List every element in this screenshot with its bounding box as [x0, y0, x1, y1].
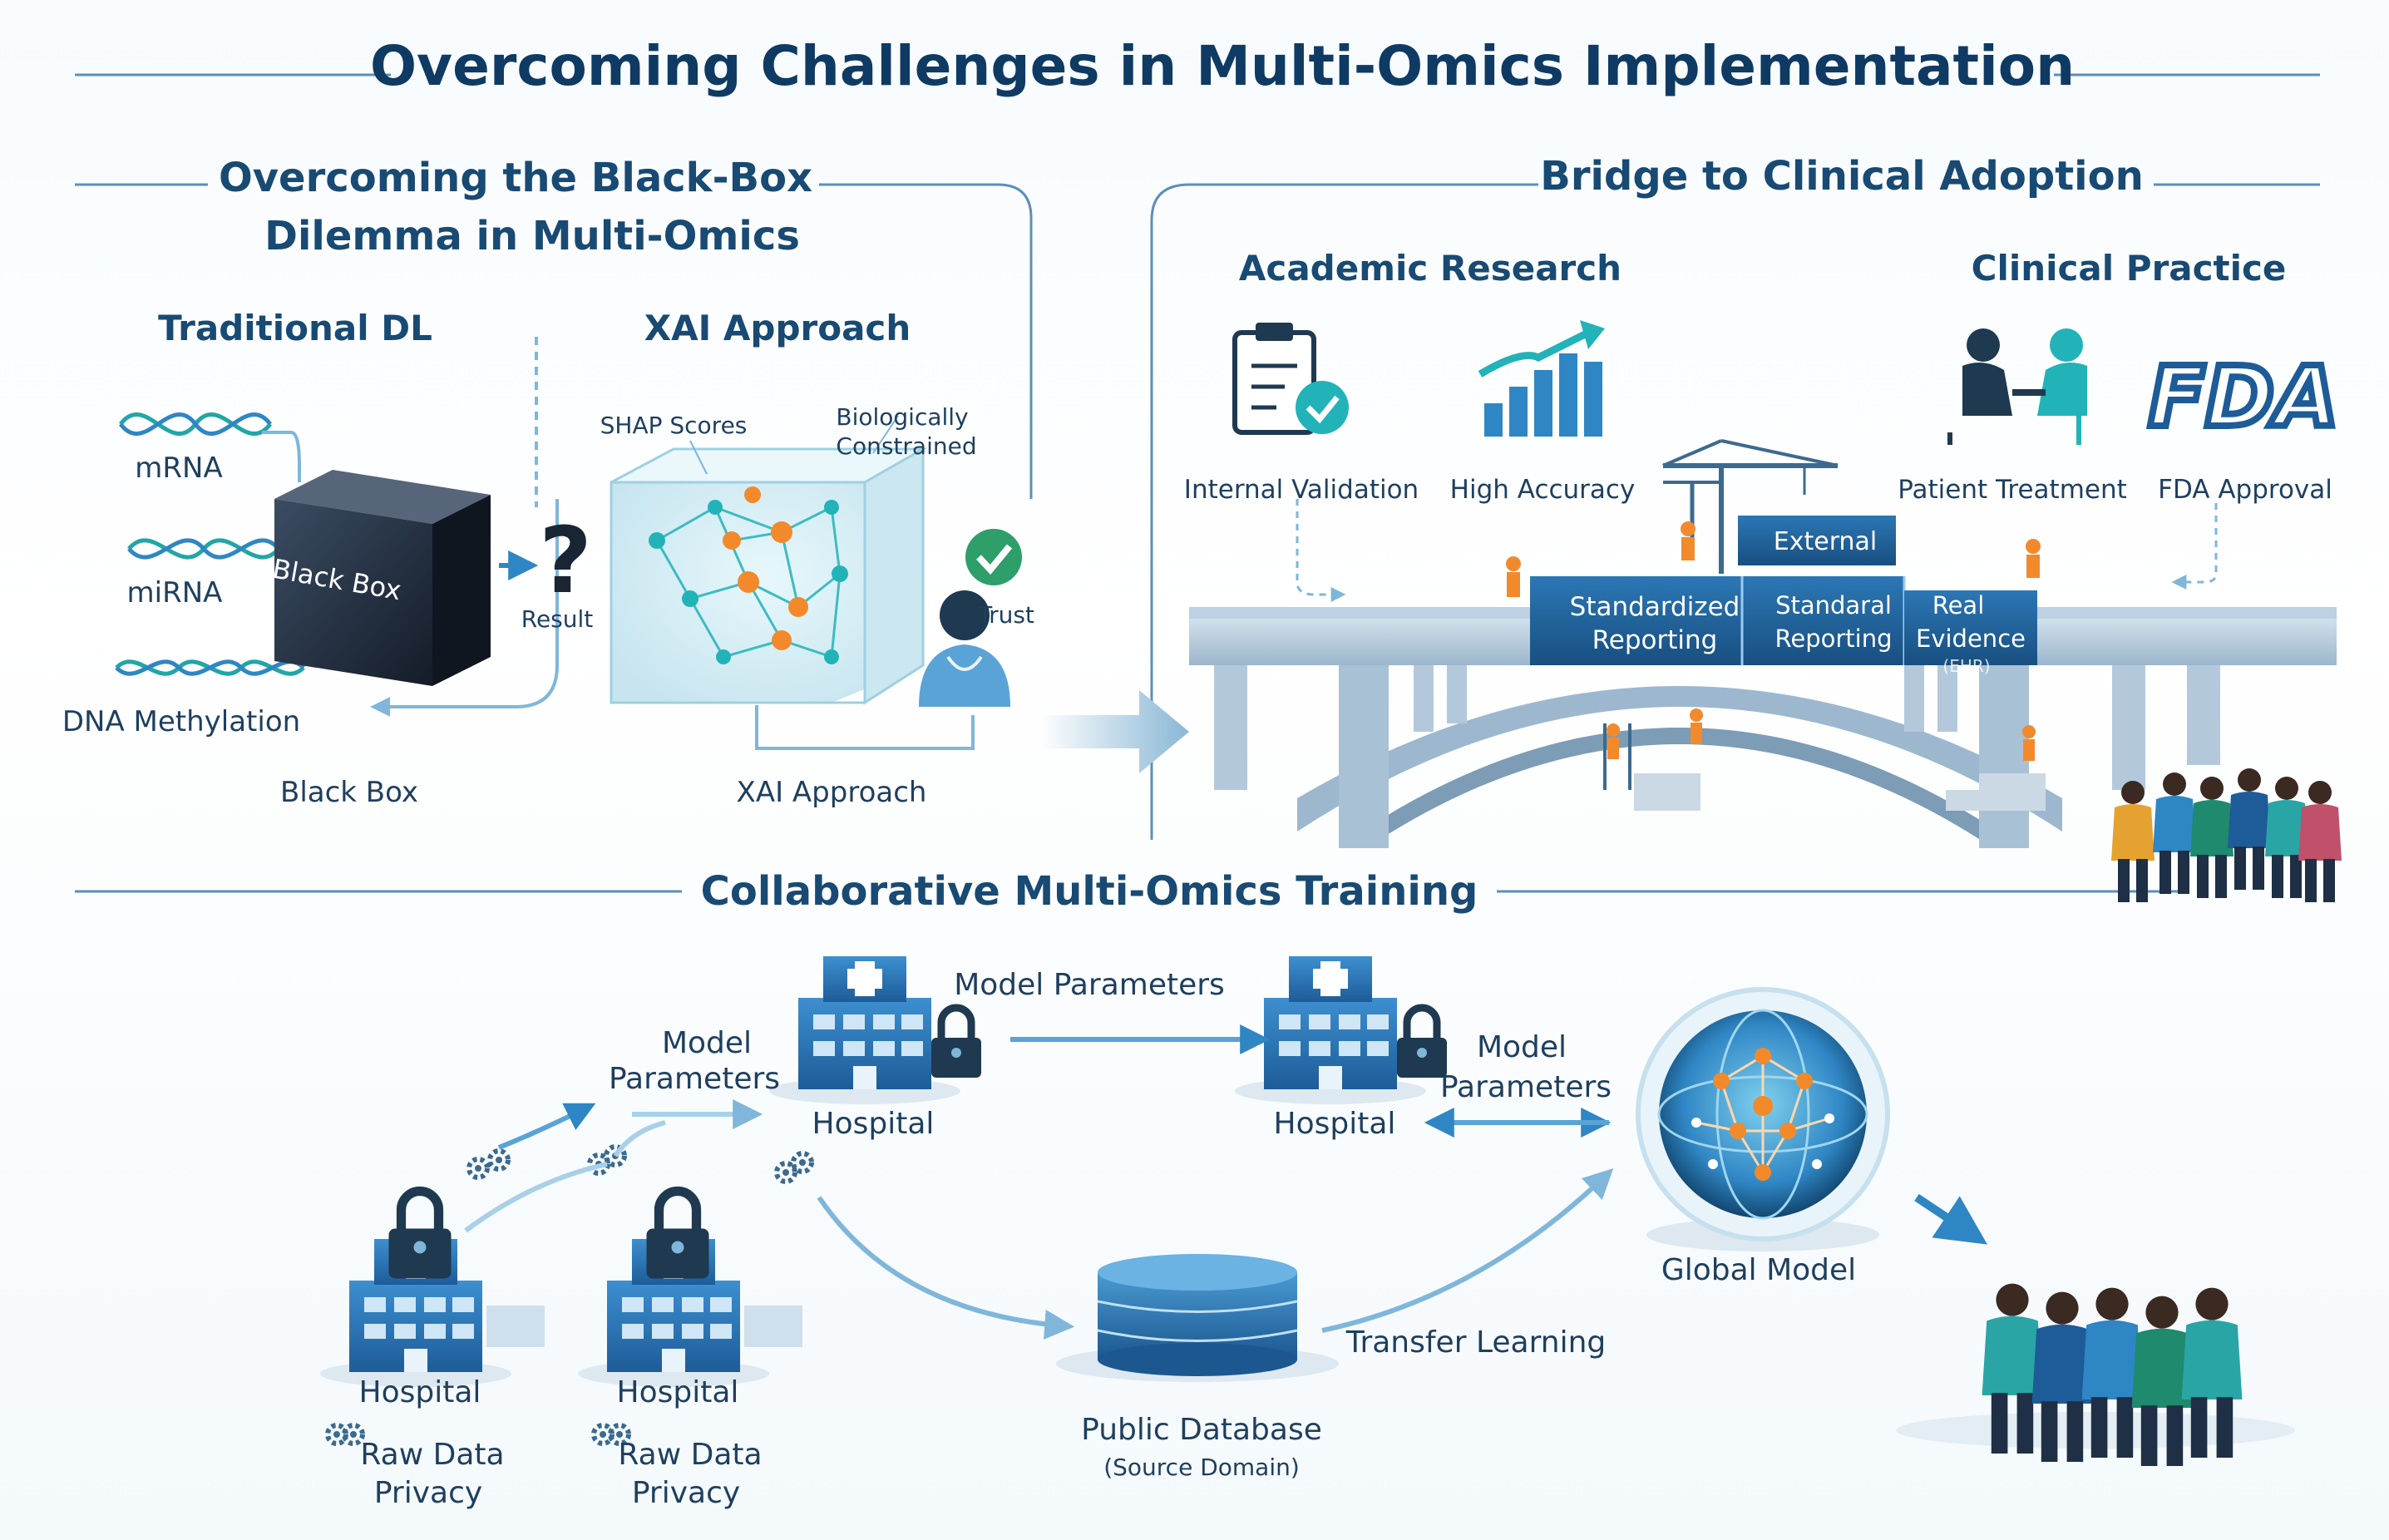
traditional-dl-heading: Traditional DL	[158, 308, 432, 348]
privacy-label-left: Privacy	[373, 1476, 483, 1510]
bridge-real-line2: Evidence	[1916, 624, 2026, 653]
parameters-label-left: Parameters	[608, 1062, 781, 1096]
transition-arrow	[1039, 690, 1189, 773]
crowd-icon	[2111, 768, 2342, 902]
training-arrows	[464, 1024, 1987, 1340]
dna-icon	[115, 412, 305, 676]
hospital-label-bottom-left: Hospital	[358, 1375, 481, 1409]
blackbox-heading-line2: Dilemma in Multi-Omics	[264, 213, 800, 259]
doctor-icon	[919, 590, 1010, 707]
patient-treatment-label: Patient Treatment	[1898, 475, 2127, 505]
academic-heading: Academic Research	[1238, 248, 1622, 289]
input-dna-methylation-label: DNA Methylation	[62, 705, 301, 738]
bridge-heading: Bridge to Clinical Adoption	[1540, 153, 2144, 200]
neural-network-cube	[610, 447, 928, 705]
bridge-standardized-line2: Reporting	[1592, 625, 1718, 655]
xai-heading: XAI Approach	[644, 308, 911, 348]
raw-data-label-right: Raw Data	[618, 1438, 763, 1472]
bridge-external-label: External	[1773, 527, 1878, 556]
bridge-standardized-line1: Standardized	[1569, 592, 1740, 622]
shap-scores-label: SHAP Scores	[600, 412, 748, 439]
transfer-learning-label: Transfer Learning	[1345, 1325, 1607, 1360]
consultation-icon	[1947, 328, 2087, 445]
global-model-label: Global Model	[1661, 1253, 1857, 1287]
bridge-dashed-connectors	[1296, 499, 2218, 602]
source-domain-label: (Source Domain)	[1103, 1454, 1300, 1481]
hospital-icon	[320, 956, 1426, 1387]
traditional-connectors	[262, 337, 559, 717]
page-title: Overcoming Challenges in Multi-Omics Imp…	[369, 34, 2076, 98]
raw-data-label-left: Raw Data	[360, 1438, 505, 1472]
input-mirna-label: miRNA	[126, 576, 223, 610]
question-mark-icon: ?	[539, 507, 592, 614]
input-mrna-label: mRNA	[135, 452, 223, 485]
model-label-right: Model	[1476, 1030, 1567, 1064]
trust-label: Trust	[978, 601, 1034, 629]
bridge-illustration	[1189, 439, 2337, 848]
bridge-standaral-line1: Standaral	[1775, 591, 1892, 619]
fda-logo: FDA	[2145, 345, 2342, 449]
black-box-cube	[274, 470, 491, 686]
parameters-label-right: Parameters	[1439, 1070, 1612, 1104]
hospital-label-top-left: Hospital	[812, 1107, 935, 1141]
fda-logo-text: FDA	[2149, 348, 2339, 446]
crowd-icon	[1896, 1283, 2295, 1466]
xai-connectors	[689, 415, 975, 750]
clipboard-check-icon	[1232, 323, 1349, 435]
clinical-heading: Clinical Practice	[1971, 248, 2287, 289]
training-heading: Collaborative Multi-Omics Training	[700, 868, 1478, 915]
high-accuracy-label: High Accuracy	[1449, 475, 1636, 505]
constraint-label-line2: Constrained	[836, 432, 977, 460]
bridge-ehr-label: (EHR)	[1942, 656, 1991, 676]
xai-caption: XAI Approach	[736, 776, 927, 809]
blackbox-heading-line1: Overcoming the Black-Box	[218, 155, 813, 201]
fda-approval-label: FDA Approval	[2158, 475, 2332, 505]
result-label: Result	[521, 605, 594, 633]
constraint-label-line1: Biologically	[836, 403, 969, 431]
privacy-label-right: Privacy	[631, 1476, 741, 1510]
internal-validation-label: Internal Validation	[1183, 475, 1419, 505]
hospital-label-bottom-right: Hospital	[616, 1375, 739, 1409]
public-database-label: Public Database	[1081, 1413, 1322, 1447]
bridge-standaral-line2: Reporting	[1774, 624, 1893, 653]
database-icon	[1056, 1254, 1339, 1382]
black-box-caption: Black Box	[280, 776, 418, 809]
bar-chart-icon	[1478, 320, 1605, 437]
model-label-left: Model	[661, 1026, 753, 1060]
hospital-label-top-right: Hospital	[1273, 1107, 1396, 1141]
bridge-real-line1: Real	[1932, 591, 1985, 619]
globe-network-icon	[1636, 987, 1890, 1251]
svg-text:?: ?	[539, 507, 592, 614]
bridge-section-frame	[1150, 183, 2320, 840]
model-parameters-top-label: Model Parameters	[954, 968, 1225, 1002]
blackbox-section-frame	[75, 183, 1033, 499]
check-icon	[965, 529, 1022, 585]
